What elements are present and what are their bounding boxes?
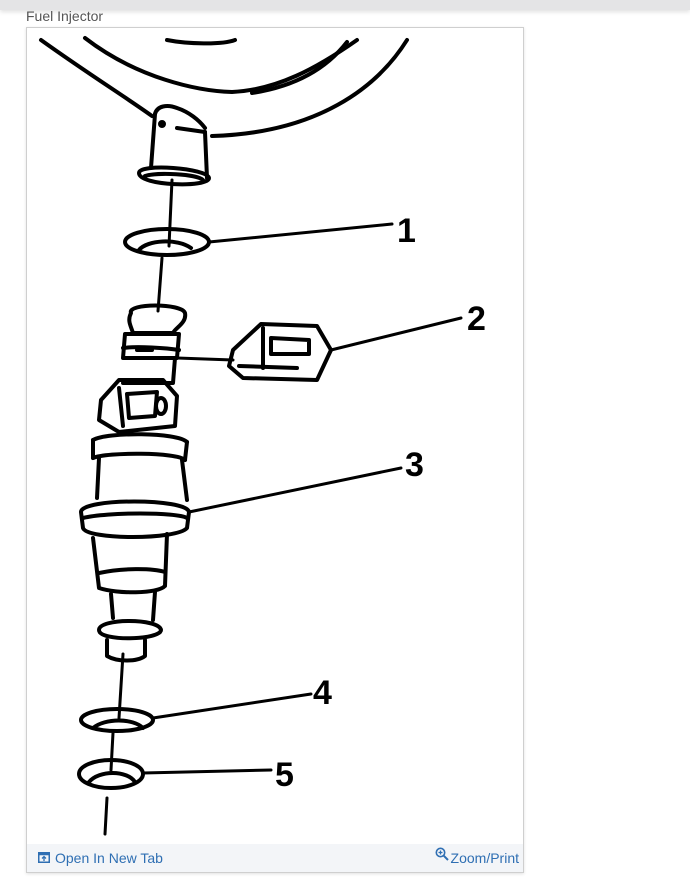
- leader-line-2: [329, 316, 463, 352]
- top-toolbar-strip: [0, 0, 690, 10]
- open-in-new-tab-link[interactable]: Open In New Tab: [38, 850, 163, 866]
- fuel-injector-diagram: 1: [39, 36, 486, 836]
- fuel-rail-outline: [39, 36, 409, 138]
- leader-line-3: [187, 466, 403, 514]
- callout-4: 4: [313, 674, 332, 712]
- electrical-connector-2: [227, 322, 333, 382]
- zoom-print-label: Zoom/Print: [450, 850, 519, 866]
- assembly-axis-lines: [103, 178, 174, 836]
- zoom-print-link[interactable]: Zoom/Print: [435, 847, 519, 866]
- callout-1: 1: [397, 212, 416, 250]
- figure-footer: Open In New Tab Zoom/Print: [27, 844, 523, 872]
- leader-line-4: [151, 692, 313, 720]
- callout-5: 5: [275, 756, 294, 794]
- connector-wire: [175, 356, 235, 362]
- fuel-rail-port: [137, 104, 211, 187]
- o-ring-seal-1: [123, 227, 211, 257]
- callout-3: 3: [405, 446, 424, 484]
- callout-2: 2: [467, 300, 486, 338]
- figure-title: Fuel Injector: [26, 8, 104, 24]
- o-ring-seal-4: [79, 707, 155, 733]
- leader-line-5: [141, 768, 273, 775]
- open-new-tab-icon: [38, 850, 50, 866]
- injector-body: [79, 303, 191, 663]
- leader-line-1: [207, 222, 394, 244]
- zoom-in-icon: [435, 847, 449, 864]
- open-in-new-tab-label: Open In New Tab: [55, 850, 163, 866]
- figure-card: 1: [26, 27, 524, 873]
